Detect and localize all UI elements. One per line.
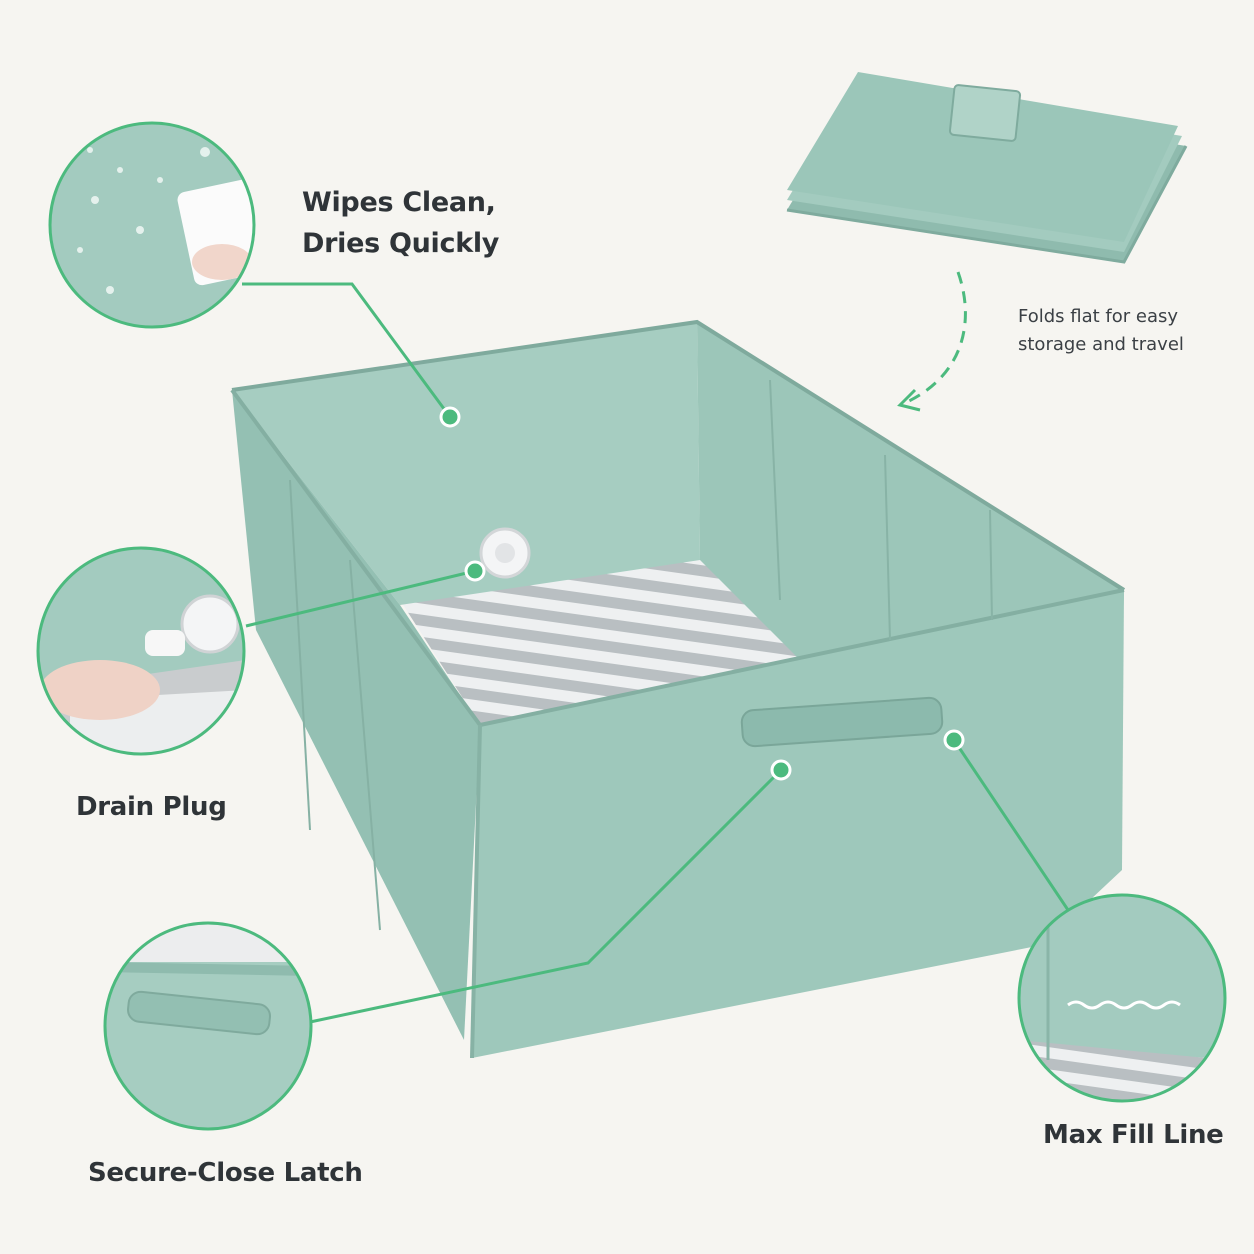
label-folds-flat: Folds flat for easy storage and travel — [1018, 303, 1184, 359]
label-wipes-clean: Wipes Clean, Dries Quickly — [302, 182, 499, 264]
zoom-secure-latch — [103, 921, 313, 1131]
label-max-fill: Max Fill Line — [1043, 1120, 1224, 1150]
storage-box — [230, 319, 1126, 1059]
curved-dashed-arrow-icon — [897, 271, 967, 412]
label-secure-latch: Secure-Close Latch — [88, 1158, 363, 1188]
label-wipes-line2: Dries Quickly — [302, 228, 500, 259]
callout-lines — [242, 282, 1070, 1024]
label-folds-line2: storage and travel — [1018, 334, 1184, 355]
zoom-drain-plug — [36, 546, 246, 756]
folded-bag — [786, 72, 1188, 264]
label-folds-line1: Folds flat for easy — [1018, 306, 1179, 327]
zoom-max-fill-line — [1017, 893, 1227, 1103]
callout-dots — [439, 406, 965, 781]
zoom-wipe-clean — [48, 121, 256, 329]
label-drain-plug: Drain Plug — [76, 792, 227, 822]
label-wipes-line1: Wipes Clean, — [302, 187, 496, 218]
